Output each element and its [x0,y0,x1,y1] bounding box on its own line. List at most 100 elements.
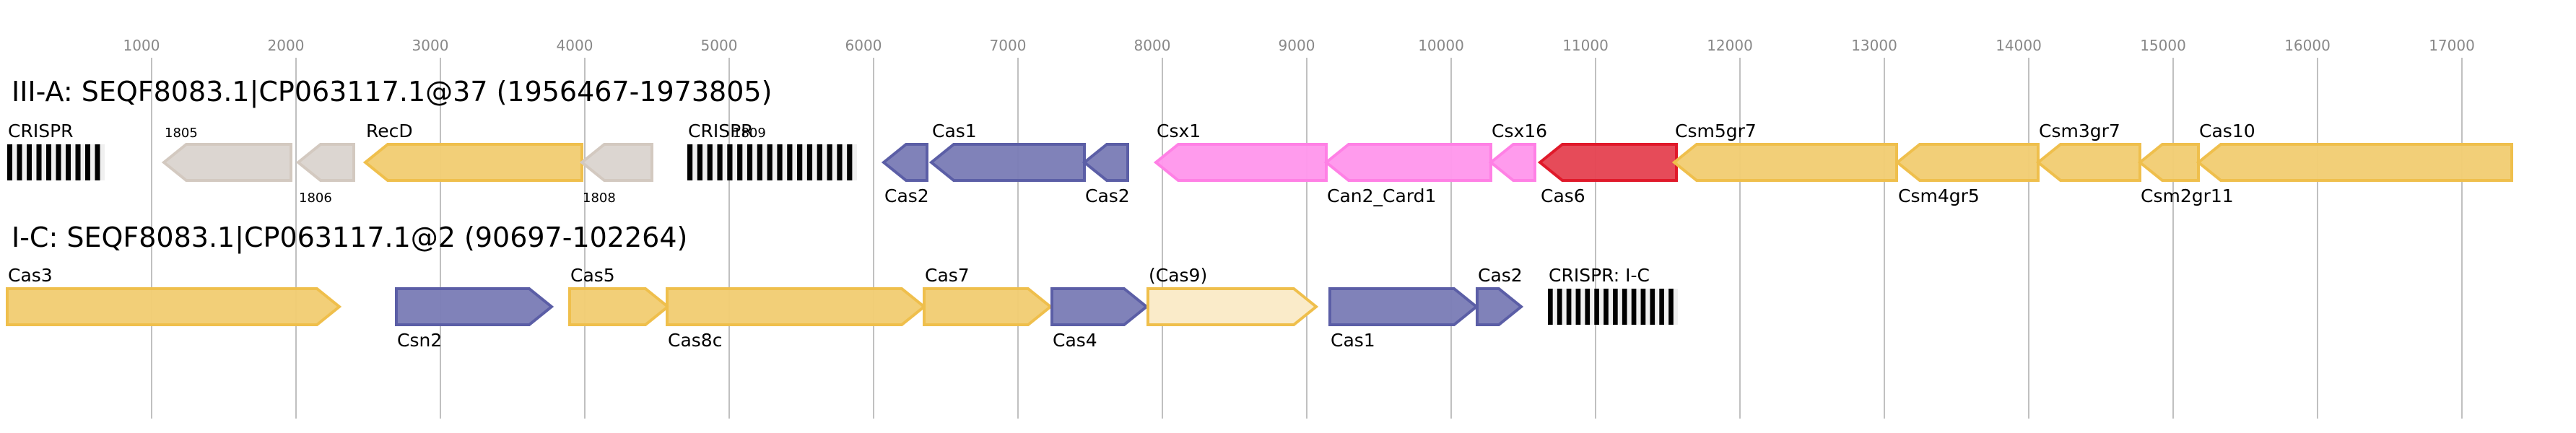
tick-label-2000: 2000 [268,37,305,54]
crispr-repeat [7,144,13,180]
crispr-repeat [56,144,61,180]
crispr-repeat [75,144,81,180]
gene-arrow-csx16[interactable] [1488,143,1536,182]
crispr-repeat [1622,289,1627,325]
tick-label-17000: 17000 [2429,37,2475,54]
crispr-repeat [727,144,733,180]
crispr-repeat [1650,289,1655,325]
gene-label-1808: 1808 [583,191,616,206]
gene-label-crispr-i-c: CRISPR: I-C [1549,265,1650,286]
crispr-repeat [1585,289,1591,325]
gene-label-csx16: Csx16 [1492,121,1547,141]
gene-arrow-can2-card1[interactable] [1323,143,1492,182]
tick-label-15000: 15000 [2140,37,2186,54]
gene-label-cas1: Cas1 [1331,330,1375,351]
crispr-repeat [806,144,813,180]
crispr-repeat [1613,289,1618,325]
gene-arrow-cas9[interactable] [1146,287,1319,326]
crispr-repeat [737,144,743,180]
crispr-repeat [827,144,832,180]
tick-label-13000: 13000 [1851,37,1897,54]
gene-label-csn2: Csn2 [397,330,442,351]
gene-label-crispr: CRISPR [688,121,754,141]
gene-arrow-cas2[interactable] [1082,143,1129,182]
gene-label-1809: 1809 [733,126,766,141]
gene-label-csm4gr5: Csm4gr5 [1898,185,1980,206]
crispr-repeat [85,144,91,180]
gene-arrow-cas6[interactable] [1537,143,1678,182]
locus-title-iii-a: III-A: SEQF8083.1|CP063117.1@37 (1956467… [12,76,772,108]
crispr-repeat [797,144,803,180]
crispr-repeat [17,144,22,180]
tick-label-16000: 16000 [2284,37,2331,54]
gene-arrow-1805[interactable] [161,143,292,182]
gene-label-cas1: Cas1 [932,121,977,141]
gene-arrow-recd[interactable] [362,143,583,182]
gene-label-recd: RecD [366,121,413,141]
gene-arrow-1808[interactable] [579,143,653,182]
gene-arrow-csn2[interactable] [395,287,554,326]
gene-arrow-cas1[interactable] [928,143,1086,182]
crispr-repeat [1659,289,1664,325]
crispr-repeat [717,144,723,180]
crispr-repeat [757,144,762,180]
crispr-repeat [36,144,42,180]
crispr-repeat [787,144,793,180]
crispr-repeat [1575,289,1581,325]
tick-label-6000: 6000 [845,37,882,54]
crispr-repeat [777,144,783,180]
gene-label-cas8c: Cas8c [668,330,722,351]
gene-arrow-csm5gr7[interactable] [1671,143,1898,182]
crispr-repeat [27,144,32,180]
gene-label-cas2: Cas2 [1478,265,1523,286]
tick-label-4000: 4000 [557,37,593,54]
gene-arrow-cas8c[interactable] [666,287,927,326]
gene-arrow-csx1[interactable] [1153,143,1328,182]
tick-label-14000: 14000 [1996,37,2042,54]
crispr-repeat [767,144,773,180]
crispr-repeat [66,144,71,180]
gene-label-can2-card1: Can2_Card1 [1327,185,1436,206]
tick-label-3000: 3000 [412,37,449,54]
gene-arrow-1806[interactable] [295,143,355,182]
crispr-repeat [95,144,100,180]
gene-arrow-csm4gr5[interactable] [1894,143,2040,182]
gene-arrow-cas7[interactable] [923,287,1053,326]
gene-arrow-cas4[interactable] [1050,287,1149,326]
gene-label-csm2gr11: Csm2gr11 [2141,185,2234,206]
gene-label-1805: 1805 [165,126,198,141]
gene-arrow-csm2gr11[interactable] [2137,143,2200,182]
crispr-repeat [707,144,713,180]
gene-arrow-csm3gr7[interactable] [2035,143,2141,182]
tick-label-11000: 11000 [1562,37,1609,54]
crispr-repeat [747,144,753,180]
gene-arrow-cas2[interactable] [1476,287,1524,326]
tick-label-10000: 10000 [1418,37,1464,54]
tick-label-7000: 7000 [990,37,1027,54]
crispr-repeat [1548,289,1553,325]
crispr-repeat [1566,289,1572,325]
gene-label-1806: 1806 [299,191,332,206]
tick-label-9000: 9000 [1279,37,1315,54]
crispr-repeat [847,144,853,180]
gene-label-cas6: Cas6 [1541,185,1585,206]
gene-arrow-cas2[interactable] [881,143,928,182]
crispr-repeat [1631,289,1637,325]
gene-arrow-cas10[interactable] [2196,143,2513,182]
gene-label-csx1: Csx1 [1157,121,1201,141]
gene-label-cas7: Cas7 [925,265,970,286]
gene-label-crispr: CRISPR [8,121,74,141]
gene-label-cas2: Cas2 [884,185,929,206]
gene-label-csm5gr7: Csm5gr7 [1675,121,1757,141]
gene-arrow-cas5[interactable] [568,287,671,326]
gene-label-cas2: Cas2 [1085,185,1130,206]
crispr-repeat [837,144,843,180]
crispr-repeat [1640,289,1646,325]
gene-arrow-cas3[interactable] [6,287,342,326]
gene-arrow-cas1[interactable] [1328,287,1479,326]
crispr-repeat [46,144,52,180]
